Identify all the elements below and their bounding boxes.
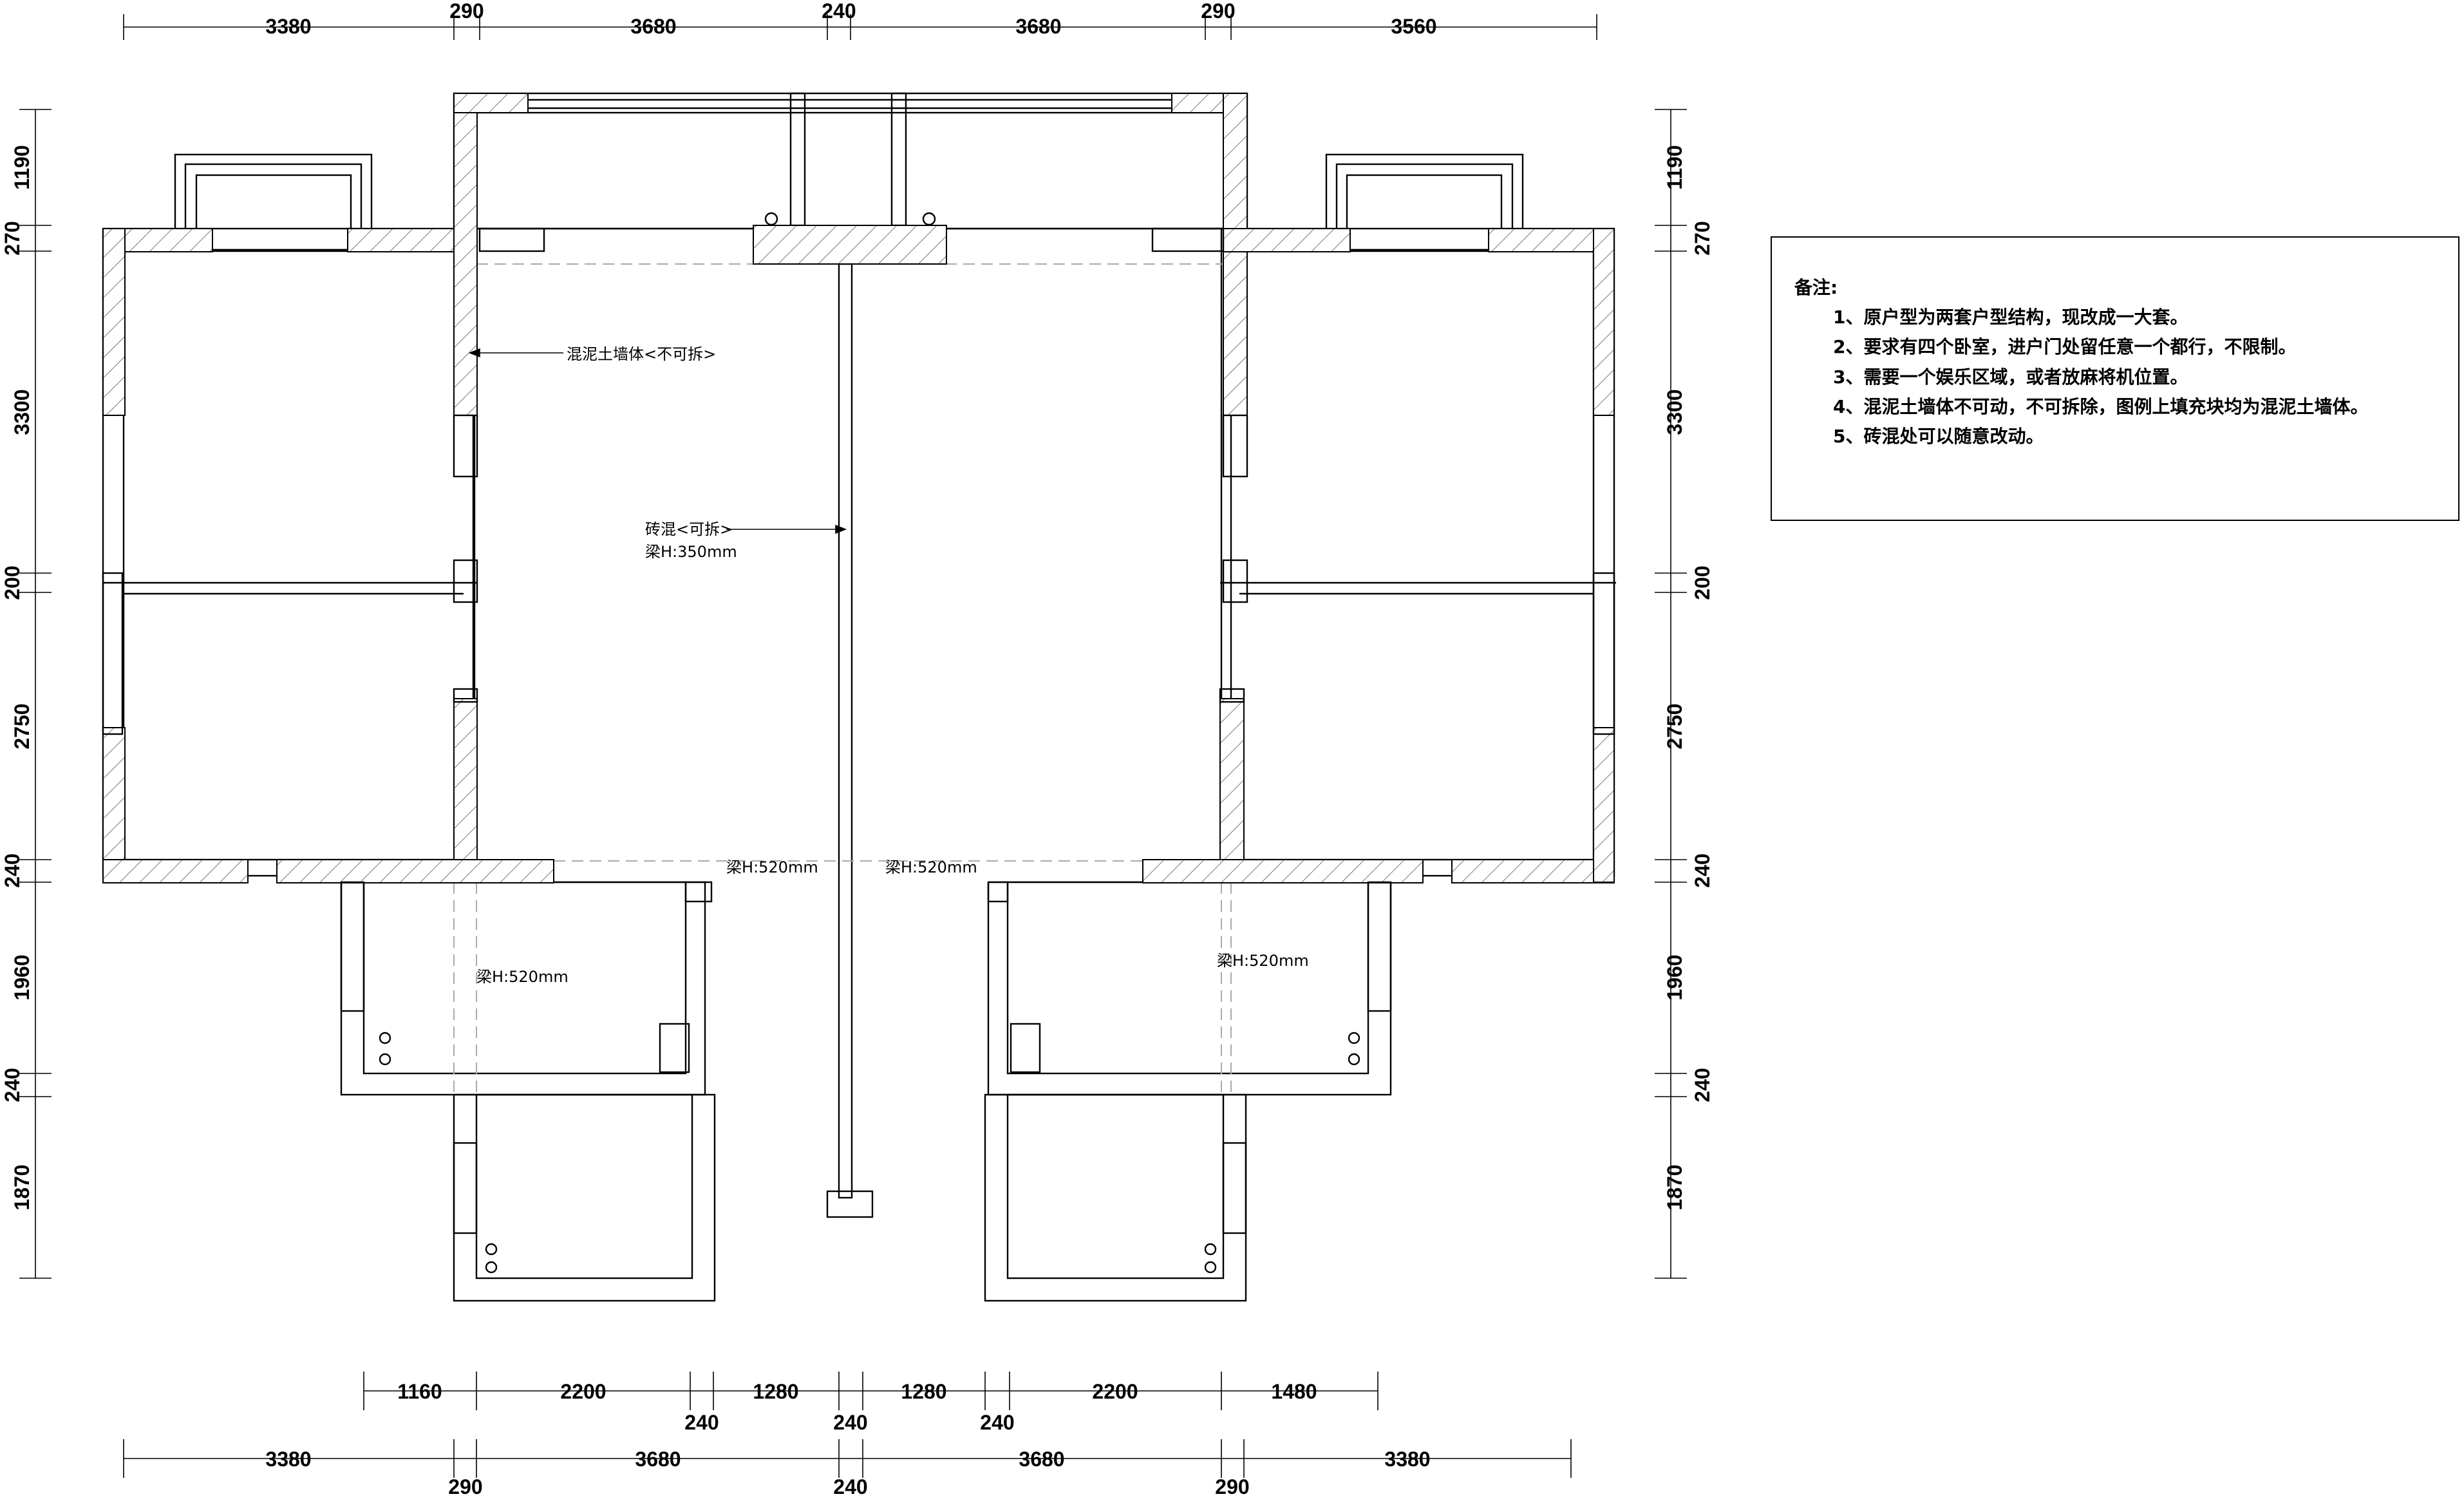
dim-bottom-lower-0: 3380 bbox=[265, 1448, 311, 1471]
dim-bottom-upper-1: 2200 bbox=[560, 1380, 606, 1403]
label-beam-520-left: 梁H:520mm bbox=[476, 968, 569, 986]
dim-bottom-upper-0: 1160 bbox=[397, 1380, 442, 1403]
left-dimension-column: 1190 270 3300 200 2750 240 1960 240 1870 bbox=[1, 109, 52, 1279]
dim-right-0: 1190 bbox=[1663, 145, 1686, 189]
label-beam-520-a: 梁H:520mm bbox=[726, 858, 818, 876]
leader-lines bbox=[468, 348, 847, 534]
top-dimension-row: 3380 290 3680 240 3680 290 3560 bbox=[123, 0, 1597, 40]
dim-right-2: 3300 bbox=[1663, 389, 1686, 435]
bottom-dimension-upper: 1160 2200 1280 1280 2200 1480 240 240 24… bbox=[363, 1372, 1378, 1434]
dim-top-3: 240 bbox=[822, 0, 856, 23]
beam-lines bbox=[453, 263, 1232, 1095]
dim-left-8: 1870 bbox=[10, 1164, 33, 1210]
dim-left-1: 270 bbox=[1, 221, 24, 255]
notes-panel: 备注: 1、原户型为两套户型结构，现改成一大套。 2、要求有四个卧室，进户门处留… bbox=[1771, 236, 2459, 521]
dim-top-5: 290 bbox=[1201, 0, 1235, 23]
dim-left-4: 2750 bbox=[10, 703, 33, 749]
fixtures bbox=[102, 212, 1615, 1274]
dim-right-7: 240 bbox=[1691, 1068, 1714, 1102]
dim-left-7: 240 bbox=[1, 1068, 24, 1102]
dim-bottom-lower-sub-2: 290 bbox=[1215, 1475, 1249, 1498]
note-item-1: 1、原户型为两套户型结构，现改成一大套。 bbox=[1833, 307, 2188, 328]
dim-right-5: 240 bbox=[1691, 853, 1714, 887]
dim-bottom-upper-sub-1: 240 bbox=[833, 1411, 867, 1434]
dim-bottom-lower-3: 3380 bbox=[1384, 1448, 1430, 1471]
dim-right-1: 270 bbox=[1691, 221, 1714, 255]
dim-bottom-lower-sub-1: 240 bbox=[833, 1475, 867, 1498]
dim-bottom-lower-2: 3680 bbox=[1019, 1448, 1064, 1471]
label-brick-wall: 砖混<可拆> bbox=[645, 520, 733, 538]
wall-outlines bbox=[102, 92, 1616, 1302]
note-item-5: 5、砖混处可以随意改动。 bbox=[1833, 425, 2044, 447]
dim-top-4: 3680 bbox=[1015, 15, 1061, 38]
label-beam-520-right: 梁H:520mm bbox=[1217, 952, 1309, 970]
bottom-dimension-lower: 3380 3680 3680 3380 290 240 290 bbox=[123, 1439, 1572, 1498]
notes-title: 备注: bbox=[1794, 277, 1838, 298]
dim-top-0: 3380 bbox=[265, 15, 311, 38]
label-beam-520-b: 梁H:520mm bbox=[885, 858, 977, 876]
dim-top-6: 3560 bbox=[1391, 15, 1436, 38]
dim-right-4: 2750 bbox=[1663, 703, 1686, 749]
dim-left-6: 1960 bbox=[10, 954, 33, 1000]
dim-top-1: 290 bbox=[449, 0, 484, 23]
label-beam-350: 梁H:350mm bbox=[645, 543, 737, 561]
dim-left-2: 3300 bbox=[10, 389, 33, 435]
dim-bottom-upper-sub-0: 240 bbox=[684, 1411, 719, 1434]
dim-bottom-upper-sub-2: 240 bbox=[980, 1411, 1014, 1434]
dim-right-3: 200 bbox=[1691, 565, 1714, 599]
right-dimension-column: 1190 270 3300 200 2750 240 1960 240 1870 bbox=[1655, 109, 1714, 1279]
dim-bottom-upper-2: 1280 bbox=[753, 1380, 798, 1403]
dim-bottom-lower-sub-0: 290 bbox=[448, 1475, 482, 1498]
dim-right-8: 1870 bbox=[1663, 1164, 1686, 1210]
dim-bottom-upper-3: 1280 bbox=[901, 1380, 946, 1403]
dim-top-2: 3680 bbox=[630, 15, 676, 38]
concrete-walls bbox=[102, 93, 1615, 883]
dim-left-3: 200 bbox=[1, 565, 24, 599]
label-concrete-wall: 混泥土墙体<不可拆> bbox=[567, 345, 716, 363]
dim-bottom-upper-4: 2200 bbox=[1092, 1380, 1138, 1403]
note-item-3: 3、需要一个娱乐区域，或者放麻将机位置。 bbox=[1833, 366, 2188, 388]
dim-bottom-upper-5: 1480 bbox=[1271, 1380, 1317, 1403]
note-item-2: 2、要求有四个卧室，进户门处留任意一个都行，不限制。 bbox=[1833, 336, 2297, 358]
dim-left-0: 1190 bbox=[10, 145, 33, 189]
dim-right-6: 1960 bbox=[1663, 954, 1686, 1000]
dim-left-5: 240 bbox=[1, 853, 24, 887]
note-item-4: 4、混泥土墙体不可动，不可拆除，图例上填充块均为混泥土墙体。 bbox=[1833, 395, 2369, 417]
dim-bottom-lower-1: 3680 bbox=[635, 1448, 681, 1471]
